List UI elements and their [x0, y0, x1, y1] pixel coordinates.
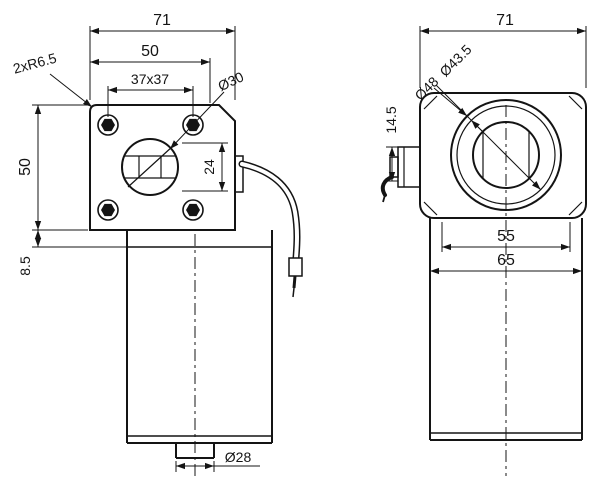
dim-side-housing-diameter: Ø48 [411, 73, 441, 103]
bore-flats [482, 131, 530, 179]
output-hub-circle [121, 138, 179, 196]
side-view-motor-body [429, 105, 583, 476]
side-view-dimension-lines [386, 26, 587, 276]
side-view-worm-housing [380, 146, 421, 203]
dim-front-hub-offset: 24 [201, 159, 217, 175]
housing-outer-circle [450, 99, 562, 211]
dim-front-shaft-diameter: Ø28 [225, 449, 252, 465]
output-hub-flats [124, 155, 176, 179]
dim-front-flange-width: 50 [141, 43, 159, 60]
screw-hex [182, 199, 204, 221]
motor-outline [126, 230, 273, 444]
dim-side-flange-width: 65 [497, 252, 515, 269]
front-view: 71 50 37x37 Ø30 2xR6.5 50 24 8.5 Ø28 [11, 12, 303, 478]
cable-connector [288, 257, 303, 277]
screw-hex [97, 114, 119, 136]
screw-hex [97, 199, 119, 221]
front-view-cable [238, 160, 303, 298]
front-view-motor-body [126, 230, 273, 478]
dim-front-flange-height: 50 [17, 158, 34, 176]
dim-front-mount-pattern: 37x37 [131, 71, 169, 87]
screw-hex [182, 114, 204, 136]
dim-side-overall-width: 71 [496, 12, 514, 29]
dim-side-worm-offset: 14.5 [383, 106, 399, 133]
dim-front-flange-to-body: 8.5 [17, 256, 33, 276]
cable-grommet [234, 155, 244, 193]
dim-side-body-width: 55 [497, 228, 515, 245]
front-view-dimension-lines [32, 26, 260, 472]
dim-front-overall-width: 71 [153, 12, 171, 29]
motor-outline [429, 218, 583, 441]
dim-side-ring-diameter: Ø43.5 [436, 41, 474, 79]
front-view-housing [89, 104, 244, 231]
motor-cap-lines [127, 246, 272, 437]
cable-end [380, 175, 394, 197]
flange-corner-chamfers [423, 95, 583, 216]
dim-front-corner-radius: 2xR6.5 [11, 50, 58, 77]
side-view-flange [419, 92, 587, 219]
side-view: 71 Ø43.5 Ø48 14.5 55 65 [380, 12, 587, 476]
dim-front-hub-diameter: Ø30 [215, 68, 246, 94]
hub-diagonal [127, 145, 174, 188]
